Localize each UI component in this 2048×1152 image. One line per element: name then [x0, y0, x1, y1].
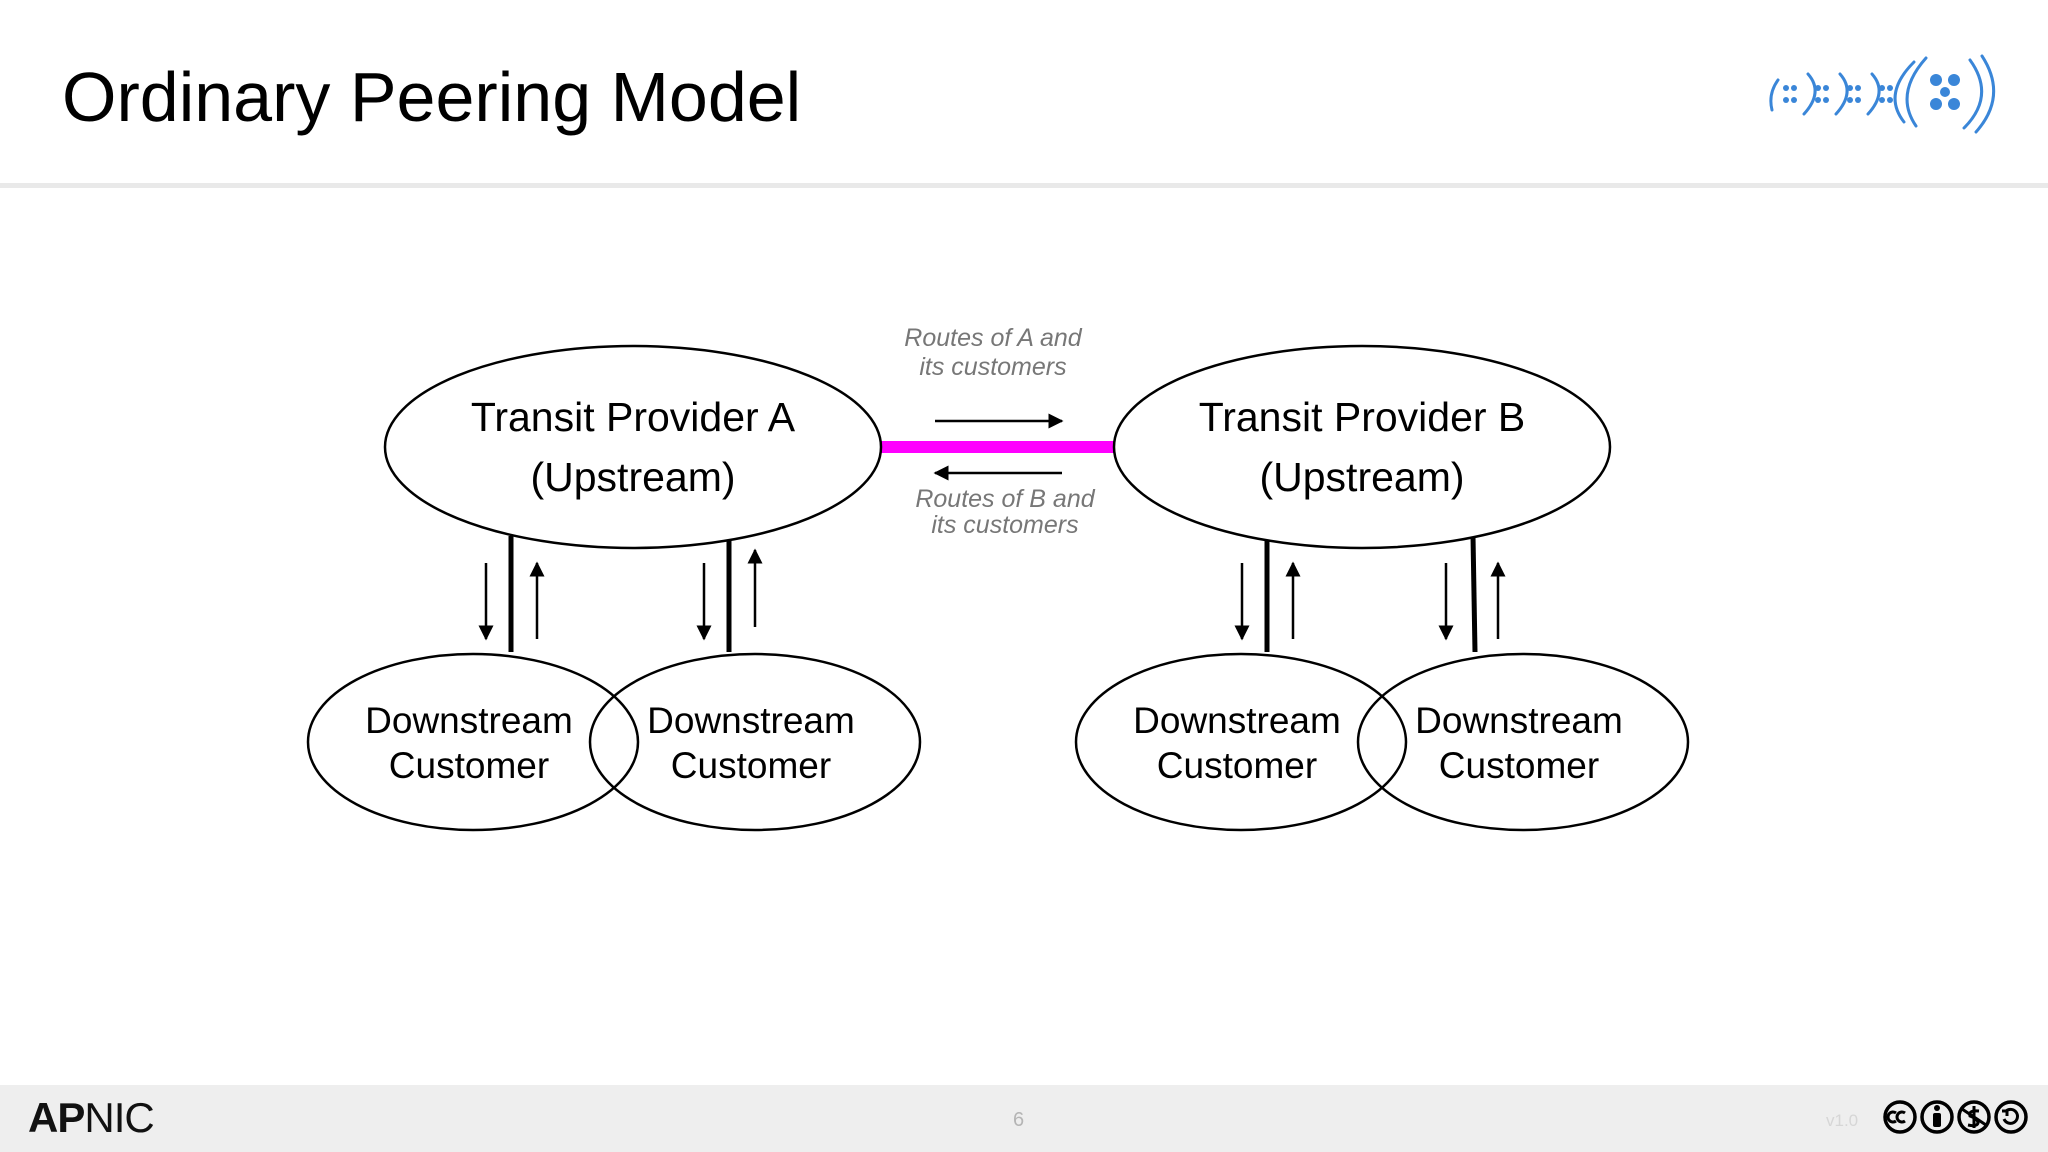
creative-commons-license-icon — [1883, 1100, 2028, 1134]
customer-b1-label-line1: Downstream — [1133, 700, 1341, 741]
customer-b1-node — [1074, 652, 1408, 832]
slide-footer: APNIC 6 v1.0 — [0, 1085, 2048, 1152]
network-logo-icon — [1769, 54, 1996, 134]
route-label-a-line1: Routes of A and — [904, 324, 1083, 352]
customer-b2-node — [1356, 652, 1690, 832]
apnic-logo-regular: NIC — [84, 1094, 154, 1141]
apnic-logo: APNIC — [28, 1094, 155, 1141]
page-number: 6 — [1013, 1109, 1025, 1131]
version-label: v1.0 — [1826, 1111, 1859, 1130]
provider-b-label-line1: Transit Provider B — [1199, 394, 1526, 440]
customer-b2-label-line2: Customer — [1439, 745, 1599, 786]
provider-b-label-line2: (Upstream) — [1259, 454, 1464, 500]
route-label-a-line2: its customers — [919, 353, 1066, 381]
customer-b1-label-line2: Customer — [1157, 745, 1317, 786]
customer-a2-label-line1: Downstream — [647, 700, 855, 741]
customer-b2-label-line1: Downstream — [1415, 700, 1623, 741]
provider-a-node — [383, 344, 883, 550]
apnic-logo-bold: AP — [28, 1094, 85, 1141]
customer-a2-node — [588, 652, 922, 832]
link-b-customer2 — [1470, 535, 1478, 653]
provider-a-label-line2: (Upstream) — [530, 454, 735, 500]
provider-b-node — [1112, 344, 1612, 550]
title-divider — [0, 183, 2048, 188]
customer-a1-node — [306, 652, 640, 832]
customer-a2-label-line2: Customer — [671, 745, 831, 786]
customer-a1-label-line1: Downstream — [365, 700, 573, 741]
route-label-b-line1: Routes of B and — [915, 485, 1095, 513]
provider-a-label-line1: Transit Provider A — [471, 394, 796, 440]
route-label-b-line2: its customers — [931, 511, 1078, 539]
slide-title: Ordinary Peering Model — [62, 58, 802, 136]
customer-a1-label-line2: Customer — [389, 745, 549, 786]
